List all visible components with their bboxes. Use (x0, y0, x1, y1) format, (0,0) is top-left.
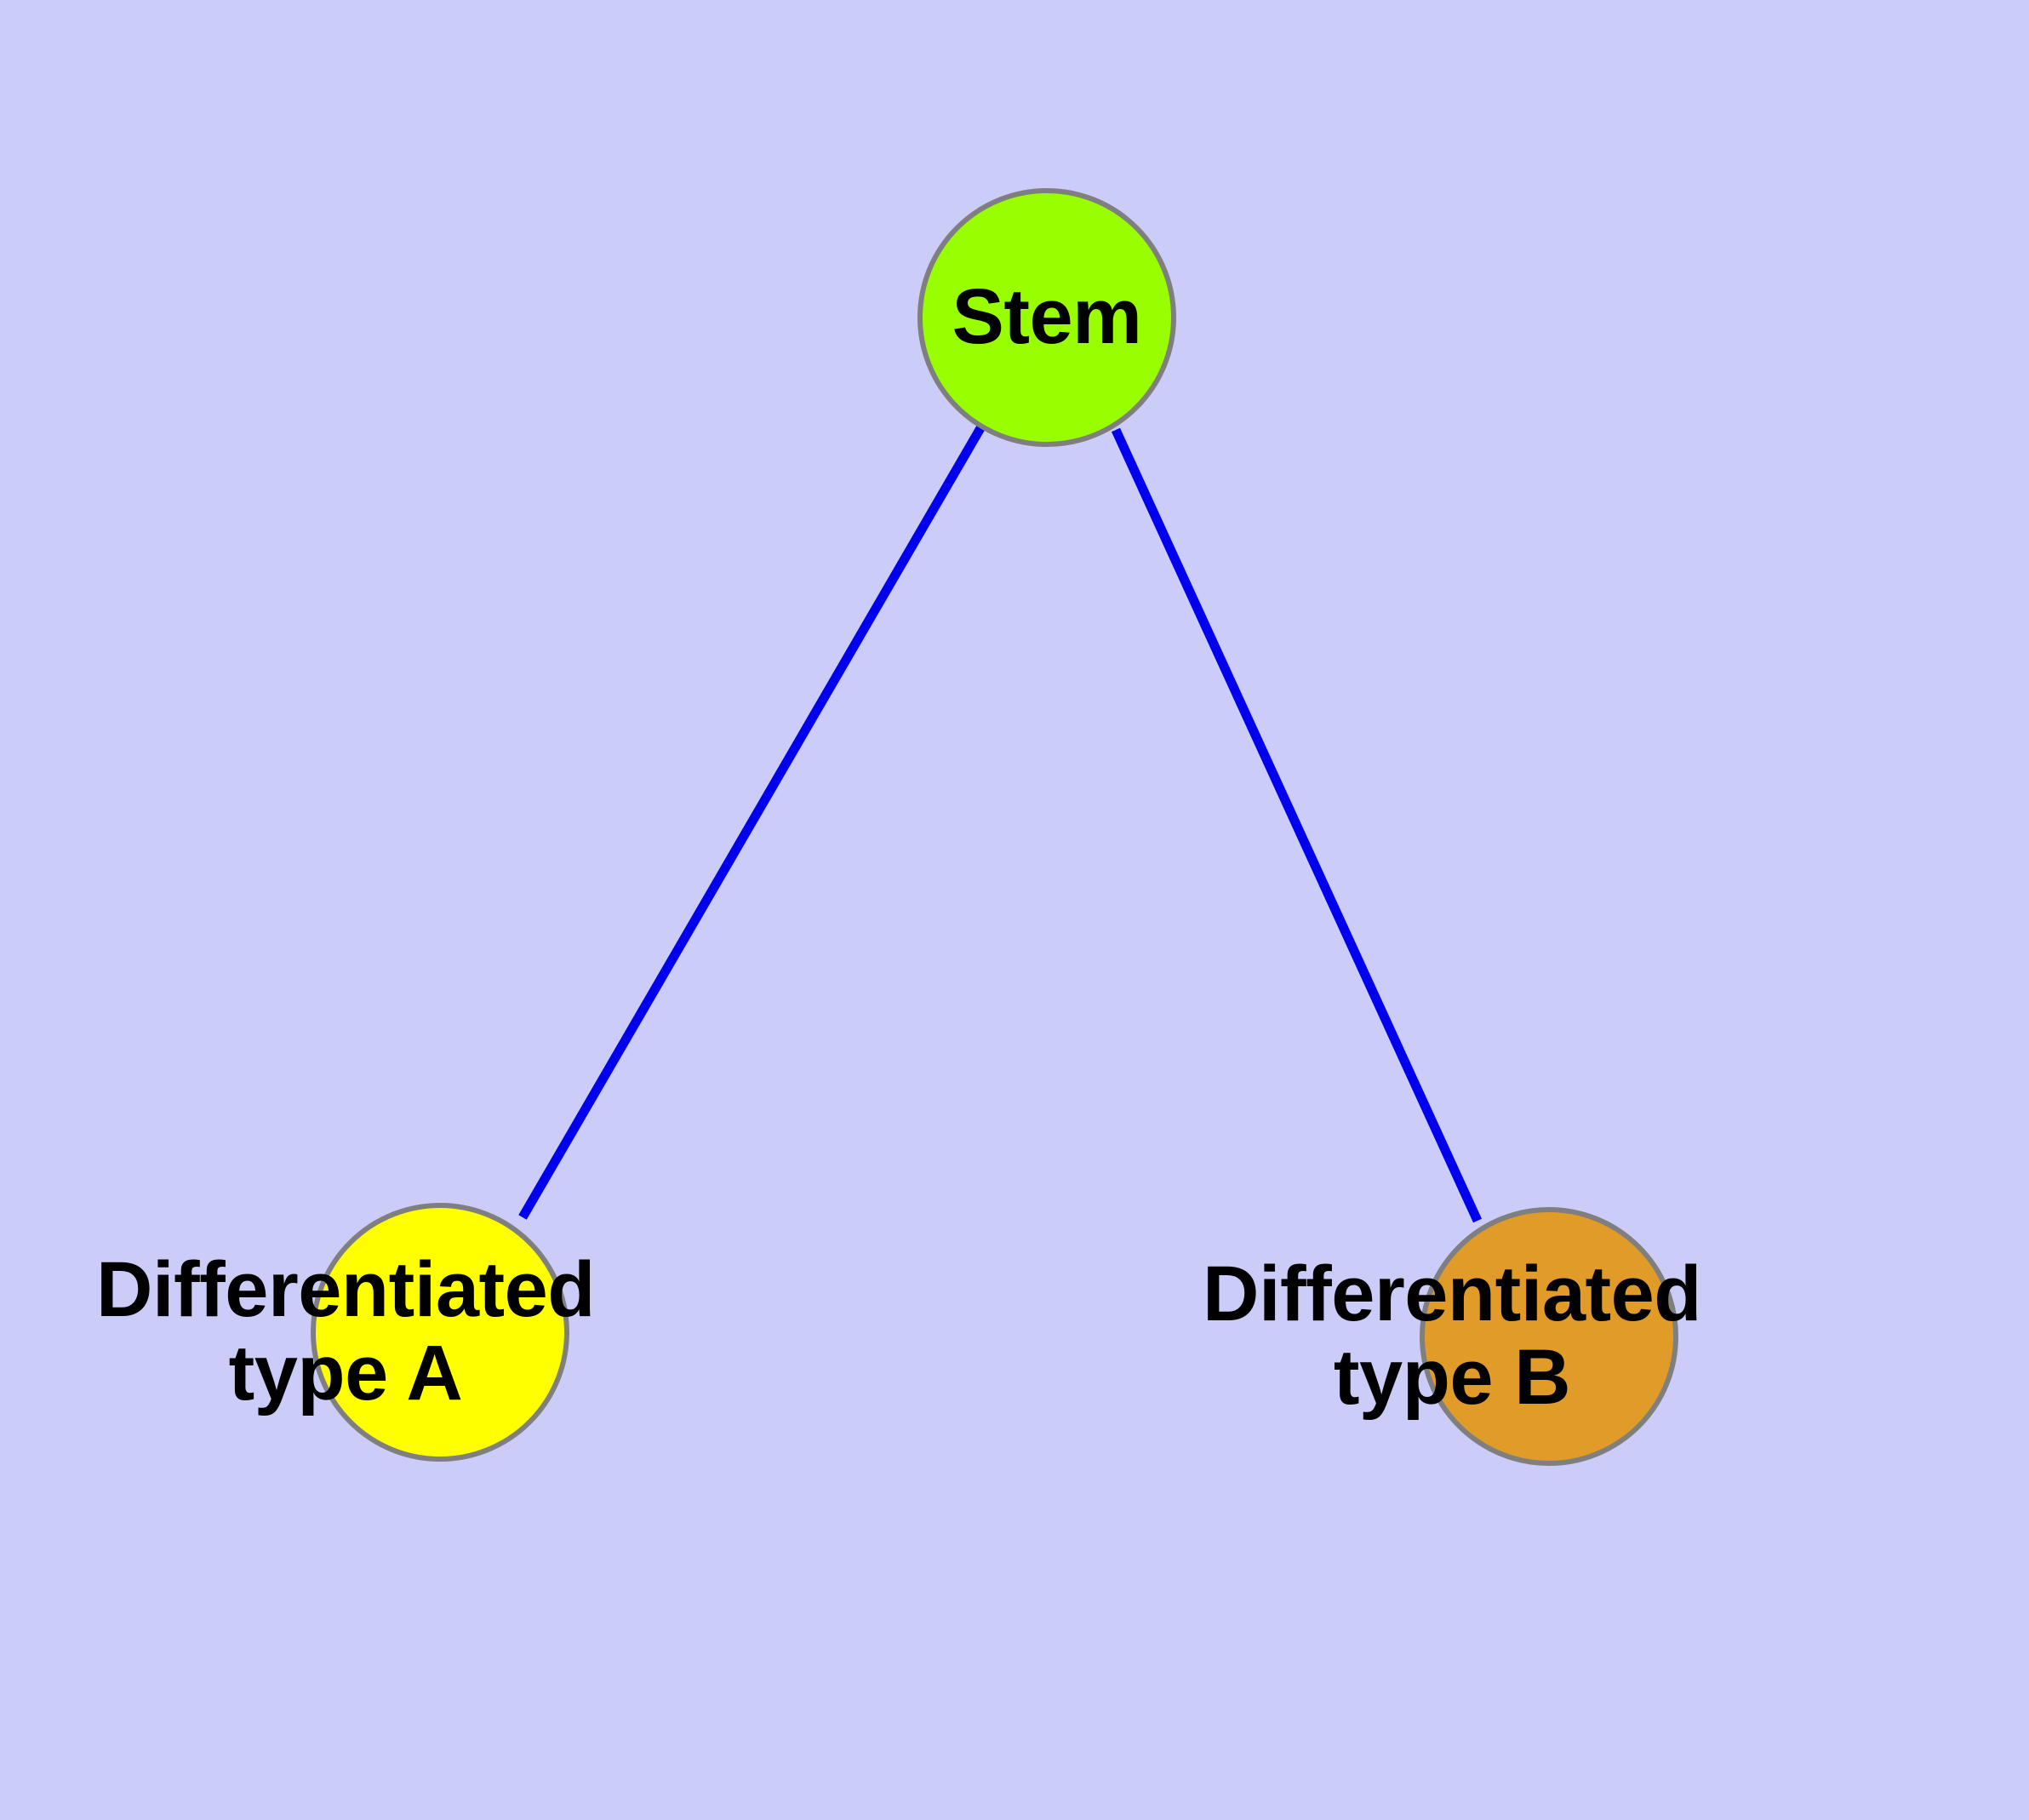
node-stem[interactable] (917, 188, 1176, 447)
edge-stem-to-differentiated-type-b (1111, 427, 1483, 1223)
edge-stem-to-differentiated-type-a (518, 426, 985, 1220)
node-differentiated-type-b[interactable] (1420, 1207, 1678, 1466)
node-differentiated-type-a[interactable] (311, 1203, 569, 1462)
